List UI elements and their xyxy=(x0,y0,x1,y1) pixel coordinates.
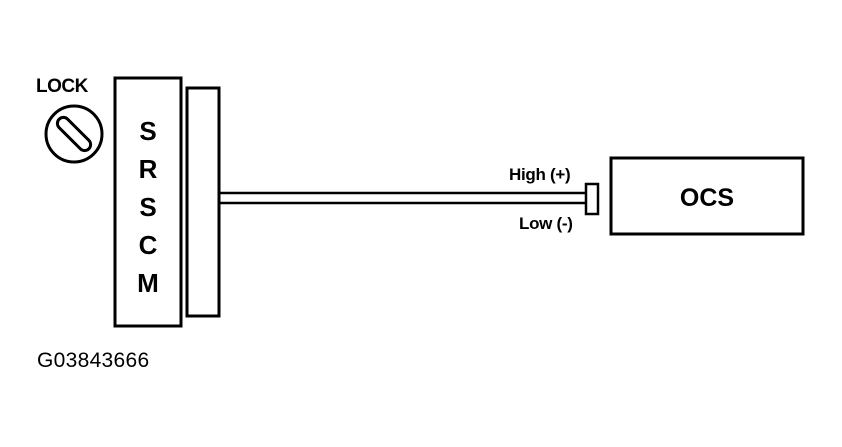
module-letter-r: R xyxy=(138,154,158,184)
srscm-connector-block xyxy=(185,86,221,318)
ocs-label: OCS xyxy=(679,184,735,212)
high-terminal-label: High (+) xyxy=(509,165,571,184)
srscm-module-box xyxy=(113,76,183,328)
module-letter-m: M xyxy=(137,268,159,298)
ocs-connector-plug xyxy=(584,182,600,216)
harness-wire xyxy=(219,191,588,205)
module-letter-s1: S xyxy=(139,116,157,146)
module-letter-s2: S xyxy=(139,192,157,222)
figure-id: G03843666 xyxy=(37,349,150,372)
module-letter-c: C xyxy=(138,230,158,260)
ocs-box xyxy=(609,156,805,236)
lock-label: LOCK xyxy=(36,76,88,97)
low-terminal-label: Low (-) xyxy=(519,214,573,233)
lock-icon xyxy=(44,104,104,164)
